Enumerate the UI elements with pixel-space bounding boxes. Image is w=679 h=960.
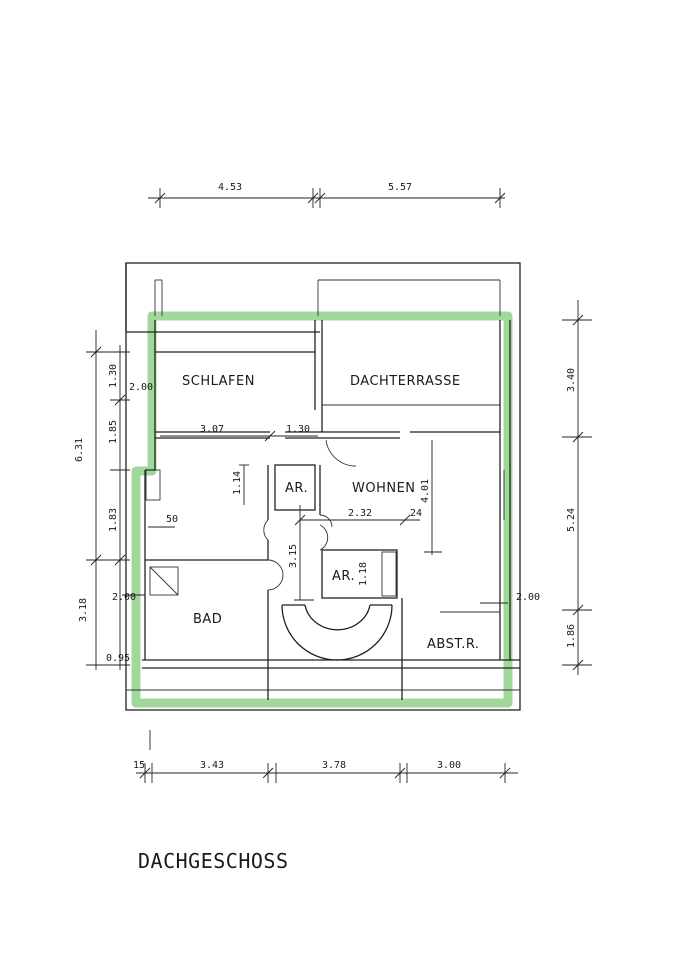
- highlight-outline: [131, 311, 513, 708]
- room-label-wohnen: WOHNEN: [352, 481, 416, 496]
- dim-left-130: 1.30: [108, 364, 119, 388]
- dim-top-2: 5.57: [388, 182, 412, 193]
- dim-left-185: 1.85: [108, 420, 119, 444]
- dim-inner-24: 24: [410, 508, 422, 519]
- dim-bottom-3: 3.78: [322, 760, 346, 771]
- dim-inner-307: 3.07: [200, 424, 224, 435]
- right-dimension-lines: [562, 300, 592, 675]
- bottom-dimension-line: [136, 730, 518, 783]
- dim-inner-200a: 2.00: [129, 382, 153, 393]
- top-dimension-line: [148, 188, 506, 208]
- dim-inner-401: 4.01: [420, 479, 431, 503]
- dim-left-095: 0.95: [106, 653, 130, 664]
- dim-right-524: 5.24: [566, 508, 577, 532]
- dim-inner-50: 50: [166, 514, 178, 525]
- inner-dimension-lines: [122, 430, 508, 604]
- drawing-title: DACHGESCHOSS: [138, 849, 289, 873]
- dim-right-186: 1.86: [566, 624, 577, 648]
- room-label-dachterrasse: DACHTERRASSE: [350, 374, 461, 389]
- dim-inner-118: 1.18: [358, 562, 369, 586]
- dim-inner-200b: 2.00: [112, 592, 136, 603]
- dim-inner-200c: 2.00: [516, 592, 540, 603]
- room-label-ar-2: AR.: [332, 569, 355, 584]
- dim-left-total: 6.31: [74, 438, 85, 462]
- dim-top-1: 4.53: [218, 182, 242, 193]
- dim-inner-114: 1.14: [232, 471, 243, 495]
- dim-inner-315: 3.15: [288, 544, 299, 568]
- left-dimension-lines: [86, 330, 130, 670]
- room-label-abstr: ABST.R.: [427, 637, 480, 652]
- dim-bottom-2: 3.43: [200, 760, 224, 771]
- dim-left-318: 3.18: [78, 598, 89, 622]
- dim-left-183: 1.83: [108, 508, 119, 532]
- dim-right-340: 3.40: [566, 368, 577, 392]
- room-label-schlafen: SCHLAFEN: [182, 374, 255, 389]
- dim-inner-232: 2.32: [348, 508, 372, 519]
- interior-walls: [144, 320, 505, 700]
- room-label-ar-1: AR.: [285, 481, 308, 496]
- room-label-bad: BAD: [193, 612, 222, 627]
- dim-inner-130: 1.30: [286, 424, 310, 435]
- dim-bottom-1: 15: [133, 760, 145, 771]
- dim-bottom-4: 3.00: [437, 760, 461, 771]
